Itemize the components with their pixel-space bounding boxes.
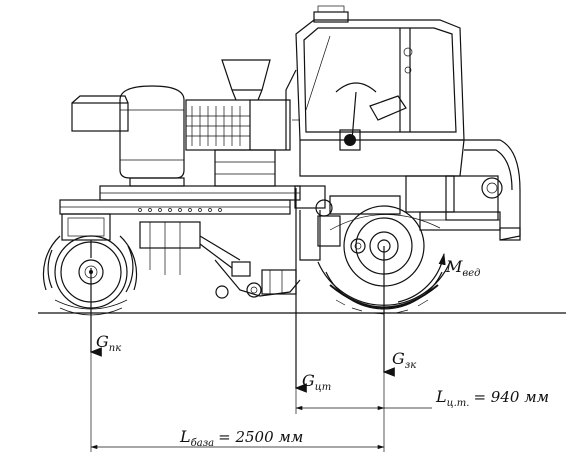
g-rear-label: Gзк (392, 349, 416, 371)
chassis-frame (59, 185, 326, 299)
tractor-cab (285, 5, 465, 177)
moment-arc (397, 252, 446, 303)
g-front-label: Gпк (96, 332, 121, 354)
l-cg-label: Lц.т.= 940 мм (435, 387, 549, 409)
front-wheel (42, 235, 138, 316)
engine-block (315, 139, 521, 247)
moment-label: Mвед (445, 257, 480, 279)
hopper-unit (71, 59, 291, 187)
g-center-label: Gцт (302, 371, 331, 393)
l-base-label: Lбаза= 2500 мм (179, 427, 303, 449)
